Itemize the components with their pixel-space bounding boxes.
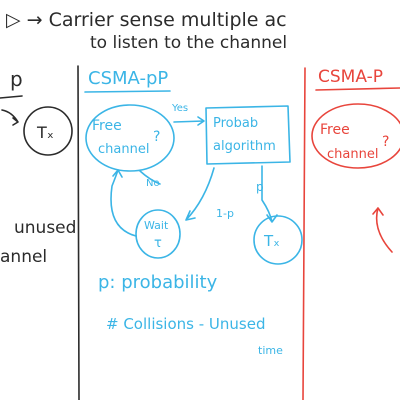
left-divider	[77, 65, 80, 400]
csma-p-diagram: CSMA-P Free channel ?	[311, 67, 400, 253]
no-arrow	[139, 170, 161, 185]
left-title-underline	[0, 95, 23, 99]
left-unused-line-1: unused	[14, 218, 76, 238]
csma-pp-title-underline	[84, 90, 171, 93]
no-label: No	[146, 178, 160, 189]
probability-note: p: probability	[98, 272, 218, 293]
one-minus-p-arrow	[185, 167, 215, 221]
collisions-note-line-1: # Collisions - Unused	[106, 315, 265, 333]
header-line-1: ▷ → Carrier sense multiple ac	[6, 9, 287, 31]
left-title-fragment: p	[10, 67, 23, 91]
free-channel-qmark: ?	[153, 129, 160, 145]
right-free-channel-qmark: ?	[382, 134, 389, 150]
right-free-channel-line-2: channel	[327, 147, 378, 162]
csma-pp-title: CSMA-pP	[88, 68, 168, 89]
tx-node	[253, 215, 303, 265]
yes-arrow	[173, 116, 205, 126]
prob-algorithm-line-1: Probab	[213, 116, 258, 131]
p-label: p	[256, 180, 264, 194]
left-arrow	[1, 109, 19, 126]
tx-label: Tₓ	[263, 232, 280, 250]
free-channel-line-2: channel	[98, 142, 149, 157]
header: ▷ → Carrier sense multiple ac to listen …	[6, 9, 287, 53]
csma-p-title: CSMA-P	[318, 67, 383, 87]
wait-label: Wait	[144, 219, 169, 232]
right-loop-arrow	[372, 207, 393, 253]
wait-node	[135, 209, 181, 259]
left-tx-node	[23, 106, 73, 156]
prob-algorithm-box	[205, 105, 291, 165]
csma-p-title-underline	[315, 87, 400, 91]
right-free-channel-node	[311, 103, 400, 169]
p-arrow	[261, 165, 278, 223]
csma-pp-diagram: CSMA-pP Free channel ? Yes Probab algori…	[84, 68, 303, 357]
yes-label: Yes	[171, 103, 188, 114]
free-channel-node	[85, 104, 175, 172]
right-free-channel-line-1: Free	[320, 122, 350, 138]
one-minus-p-label: 1-p	[216, 207, 234, 220]
left-unused-line-2: annel	[0, 247, 47, 267]
free-channel-line-1: Free	[92, 118, 122, 134]
header-line-2: to listen to the channel	[90, 33, 287, 53]
prob-algorithm-line-2: algorithm	[213, 139, 276, 154]
collisions-note-line-2: time	[258, 344, 283, 357]
wait-tau: τ	[154, 236, 162, 251]
left-tx-label: Tₓ	[36, 123, 54, 142]
left-panel: p Tₓ unused annel	[0, 67, 76, 267]
wait-to-free-arrow	[110, 169, 137, 237]
right-divider	[302, 67, 306, 400]
